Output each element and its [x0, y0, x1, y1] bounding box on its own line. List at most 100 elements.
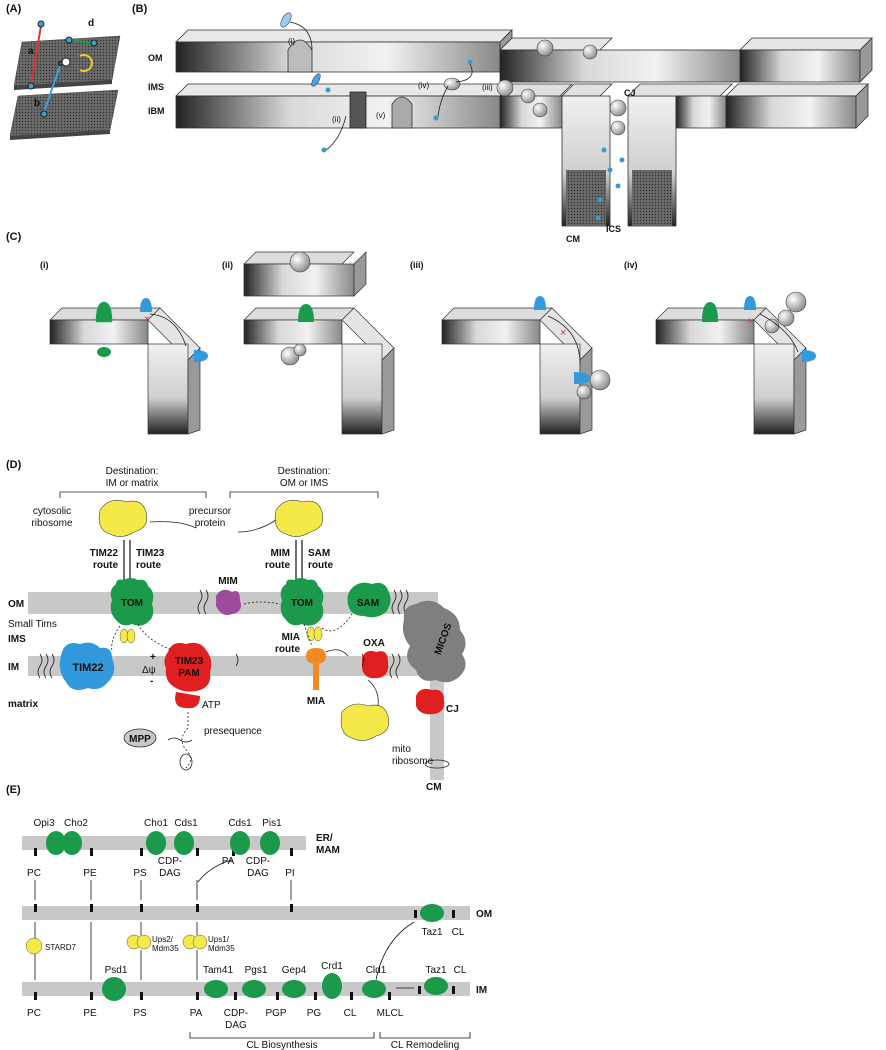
- panel-letter-a: (A): [6, 3, 22, 15]
- panel-b-diagram: OM IMS IBM CJ CM ICS (i) (ii) (iii) (iv)…: [148, 12, 873, 244]
- panel-e-mlcl: MLCL: [377, 1008, 404, 1019]
- panel-b-om-label: OM: [148, 53, 163, 63]
- panel-d-mia-route-2: route: [275, 644, 300, 655]
- panel-d-presequence-label: presequence: [204, 726, 262, 737]
- panel-d-dest-right-1: Destination:: [278, 466, 331, 477]
- svg-text:×: ×: [144, 314, 150, 325]
- panel-d-tom-right-label: TOM: [291, 598, 313, 609]
- panel-d-mito-ribosome-2: ribosome: [392, 756, 434, 767]
- panel-d-tim22-route-1: TIM22: [90, 548, 119, 559]
- panel-e-pgp: PGP: [265, 1008, 286, 1019]
- panel-c-ii: [243, 251, 395, 435]
- panel-e-ups1-1: Ups1/: [208, 935, 230, 944]
- tom-complex-right: [280, 578, 324, 626]
- panel-e-cl-im: CL: [454, 965, 467, 976]
- panel-e-cl-bot: CL: [344, 1008, 357, 1019]
- panel-a-label-a: a: [28, 46, 34, 57]
- panel-e-om-label: OM: [476, 909, 492, 920]
- panel-c-label-iv: (iv): [624, 260, 638, 270]
- mito-ribosome: [340, 703, 390, 741]
- panel-c-iv: ×: [655, 291, 816, 435]
- panel-b-cm-label: CM: [566, 234, 580, 244]
- panel-d-cyto-ribosome-1: cytosolic: [33, 506, 71, 517]
- panel-d-cj-label: CJ: [446, 704, 459, 715]
- panel-e-cl-om: CL: [452, 927, 465, 938]
- svg-text:×: ×: [560, 327, 566, 339]
- cytosolic-ribosome-left: [98, 499, 148, 537]
- panel-e-ps-bot: PS: [133, 1008, 147, 1019]
- panel-e-crd1: Crd1: [321, 961, 343, 972]
- mpp-protease: [123, 728, 157, 748]
- panel-d-mia-route-1: MIA: [282, 632, 300, 643]
- panel-e-er-label-1: ER/: [316, 833, 333, 844]
- panel-d-tim22-label: TIM22: [72, 662, 103, 674]
- panel-letter-b: (B): [132, 3, 148, 15]
- panel-c-label-i: (i): [40, 260, 49, 270]
- panel-d-mim-route-2: route: [265, 560, 290, 571]
- panel-e-pg: PG: [307, 1008, 322, 1019]
- panel-letter-d: (D): [6, 459, 22, 471]
- cytosolic-ribosome-right: [274, 499, 324, 537]
- panel-e-im-label: IM: [476, 985, 487, 996]
- panel-e-cdp-dag-bot-2: DAG: [225, 1020, 247, 1031]
- panel-b-route-iv: (iv): [418, 81, 429, 90]
- panel-d-tim23-route-2: route: [136, 560, 161, 571]
- panel-e-taz1-om: Taz1: [421, 927, 443, 938]
- panel-e-cds1-a: Cds1: [174, 818, 198, 829]
- panel-d-mpp-label: MPP: [129, 734, 151, 745]
- panel-letter-e: (E): [6, 784, 21, 796]
- panel-e-pgs1: Pgs1: [245, 965, 268, 976]
- panel-e-pis1: Pis1: [262, 818, 282, 829]
- tom-complex-left: [110, 578, 154, 626]
- panel-e-cl-remodeling: CL Remodeling: [391, 1040, 460, 1050]
- panel-e-pe-top: PE: [83, 868, 97, 879]
- panel-d-om-label: OM: [8, 599, 24, 610]
- panel-a-diagram: a b c d: [9, 18, 121, 140]
- panel-e-pc-top: PC: [27, 868, 41, 879]
- panel-c-label-iii: (iii): [410, 260, 424, 270]
- panel-d-pam-label: PAM: [178, 668, 199, 679]
- panel-e-pe-bot: PE: [83, 1008, 97, 1019]
- panel-e-tam41: Tam41: [203, 965, 233, 976]
- panel-e-psd1: Psd1: [105, 965, 128, 976]
- panel-e-pc-bot: PC: [27, 1008, 41, 1019]
- mia-protein: [306, 648, 326, 664]
- panel-d-dest-right-2: OM or IMS: [280, 478, 329, 489]
- panel-d-sam-route-1: SAM: [308, 548, 330, 559]
- panel-d-tim23-route-1: TIM23: [136, 548, 165, 559]
- sam-complex: [347, 582, 391, 618]
- panel-d-tom-left-label: TOM: [121, 598, 143, 609]
- micos-complex: [402, 600, 466, 683]
- panel-e-cds1-b: Cds1: [228, 818, 252, 829]
- panel-c-i: ×: [49, 298, 208, 435]
- oxa-complex: [362, 650, 389, 679]
- panel-d-precursor-1: precursor: [189, 506, 232, 517]
- panel-b-route-ii: (ii): [332, 115, 341, 124]
- panel-a-label-b: b: [34, 98, 40, 109]
- panel-e-cdp-dag-top-2: CDP-: [246, 856, 270, 867]
- panel-d-oxa-label: OXA: [363, 638, 385, 649]
- panel-e-taz1-im: Taz1: [425, 965, 447, 976]
- panel-e-er-label-2: MAM: [316, 845, 340, 856]
- panel-e-diagram: ER/ MAM OM IM Opi3 Cho2 Cho1 Cds1: [22, 818, 492, 1050]
- panel-d-mia-label: MIA: [307, 696, 325, 707]
- panel-c-label-ii: (ii): [222, 260, 233, 270]
- panel-e-ps-top: PS: [133, 868, 147, 879]
- panel-d-matrix-label: matrix: [8, 699, 38, 710]
- panel-e-cdp-dag-top-2b: DAG: [247, 868, 269, 879]
- panel-e-ups2-1: Ups2/: [152, 935, 174, 944]
- panel-d-delta-psi: Δψ: [142, 665, 156, 676]
- panel-e-ups1-2: Mdm35: [208, 944, 235, 953]
- panel-c-iii: ×: [441, 296, 611, 435]
- panel-d-atp-label: ATP: [202, 700, 221, 711]
- panel-d-sam-route-2: route: [308, 560, 333, 571]
- panel-b-ims-label: IMS: [148, 82, 164, 92]
- panel-e-cho2: Cho2: [64, 818, 88, 829]
- panel-a-label-d: d: [88, 18, 94, 29]
- panel-c-diagram: (i) (ii) (iii) (iv) ×: [40, 251, 816, 435]
- panel-d-minus: -: [150, 676, 153, 687]
- panel-e-cdp-dag-bot-1: CDP-: [224, 1008, 248, 1019]
- panel-d-mim-route-1: MIM: [271, 548, 290, 559]
- panel-d-cm-label: CM: [426, 782, 442, 793]
